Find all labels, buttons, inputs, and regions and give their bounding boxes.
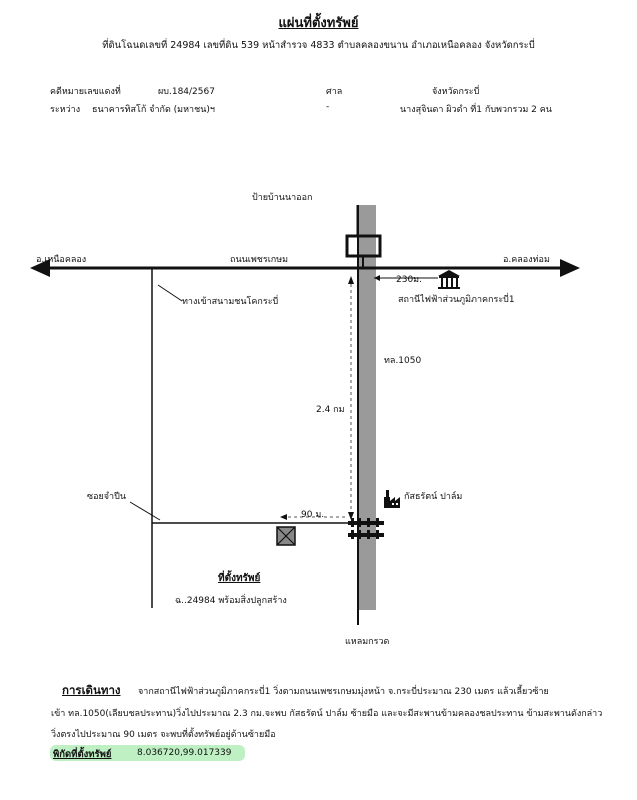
power-station-icon: [438, 270, 460, 289]
dash: -: [326, 102, 330, 112]
property-label: ที่ตั้งทรัพย์: [218, 573, 261, 584]
main-road-arrow-left: [30, 259, 50, 277]
court-name: จังหวัดกระบี่: [432, 87, 480, 97]
directions-line-1: จากสถานีไฟฟ้าส่วนภูมิภาคกระบี่1 วิ่งตามถ…: [138, 687, 549, 697]
main-road-arrow-right: [560, 259, 580, 277]
stadium-road-label: ทางเข้าสนามชนโคกระบี่: [182, 297, 279, 307]
case-label: คดีหมายเลขแดงที่: [50, 87, 121, 97]
dim-230-arrow: [374, 275, 380, 281]
canal-road-label: ทล.1050: [384, 356, 422, 366]
south-direction-label: แหลมกรวด: [345, 637, 390, 647]
coordinates-value: 8.036720,99.017339: [137, 748, 232, 758]
distance-90-label: 90 ม.: [301, 510, 325, 520]
bridge-icon: [348, 518, 384, 539]
canal-strip: [359, 205, 376, 610]
dim-2-4-arrow-bottom: [348, 512, 354, 520]
distance-2-4-label: 2.4 กม: [316, 405, 345, 415]
property-description: ฉ..24984 พร้อมสิ่งปลูกสร้าง: [175, 596, 287, 606]
stadium-road-leader: [157, 284, 183, 302]
distance-230-label: 230ม.: [396, 275, 422, 285]
right-direction-label: อ.คลองท่อม: [503, 255, 550, 265]
soi-label: ซอยจำปีน: [87, 492, 126, 502]
page-title: แผ่นที่ตั้งทรัพย์: [278, 16, 359, 31]
coordinates-label: พิกัดที่ตั้งทรัพย์: [53, 749, 112, 760]
plaintiff: ธนาคารทิสโก้ จำกัด (มหาชน)ฯ: [92, 105, 215, 115]
court-label: ศาล: [326, 87, 343, 97]
case-number: ผบ.184/2567: [158, 87, 215, 97]
page-subtitle: ที่ดินโฉนดเลขที่ 24984 เลขที่ดิน 539 หน้…: [102, 40, 535, 51]
directions-line-3: วิ่งตรงไปประมาณ 90 เมตร จะพบที่ตั้งทรัพย…: [51, 730, 276, 740]
power-station-label: สถานีไฟฟ้าส่วนภูมิภาคกระบี่1: [398, 295, 515, 305]
soi-leader: [129, 501, 161, 521]
factory-icon: [384, 490, 400, 508]
palm-factory-label: กัสธรัตน์ ปาล์ม: [404, 492, 463, 502]
coordinates-highlight: [50, 745, 245, 761]
main-road-label: ถนนเพชรเกษม: [230, 255, 289, 265]
dim-2-4-arrow-top: [348, 276, 354, 284]
directions-line-2: เข้า ทล.1050(เลียบชลประทาน)วิ่งไปประมาณ …: [51, 709, 603, 719]
dim-90-arrow: [280, 514, 287, 520]
left-direction-label: อ.เหนือคลอง: [36, 255, 87, 265]
signpost-label: ป้ายบ้านนาออก: [252, 193, 313, 203]
defendant: นางสุจินดา ผิวดำ ที่1 กับพวกรวม 2 คน: [400, 105, 552, 115]
directions-heading: การเดินทาง: [62, 683, 121, 697]
between-label: ระหว่าง: [50, 105, 81, 115]
